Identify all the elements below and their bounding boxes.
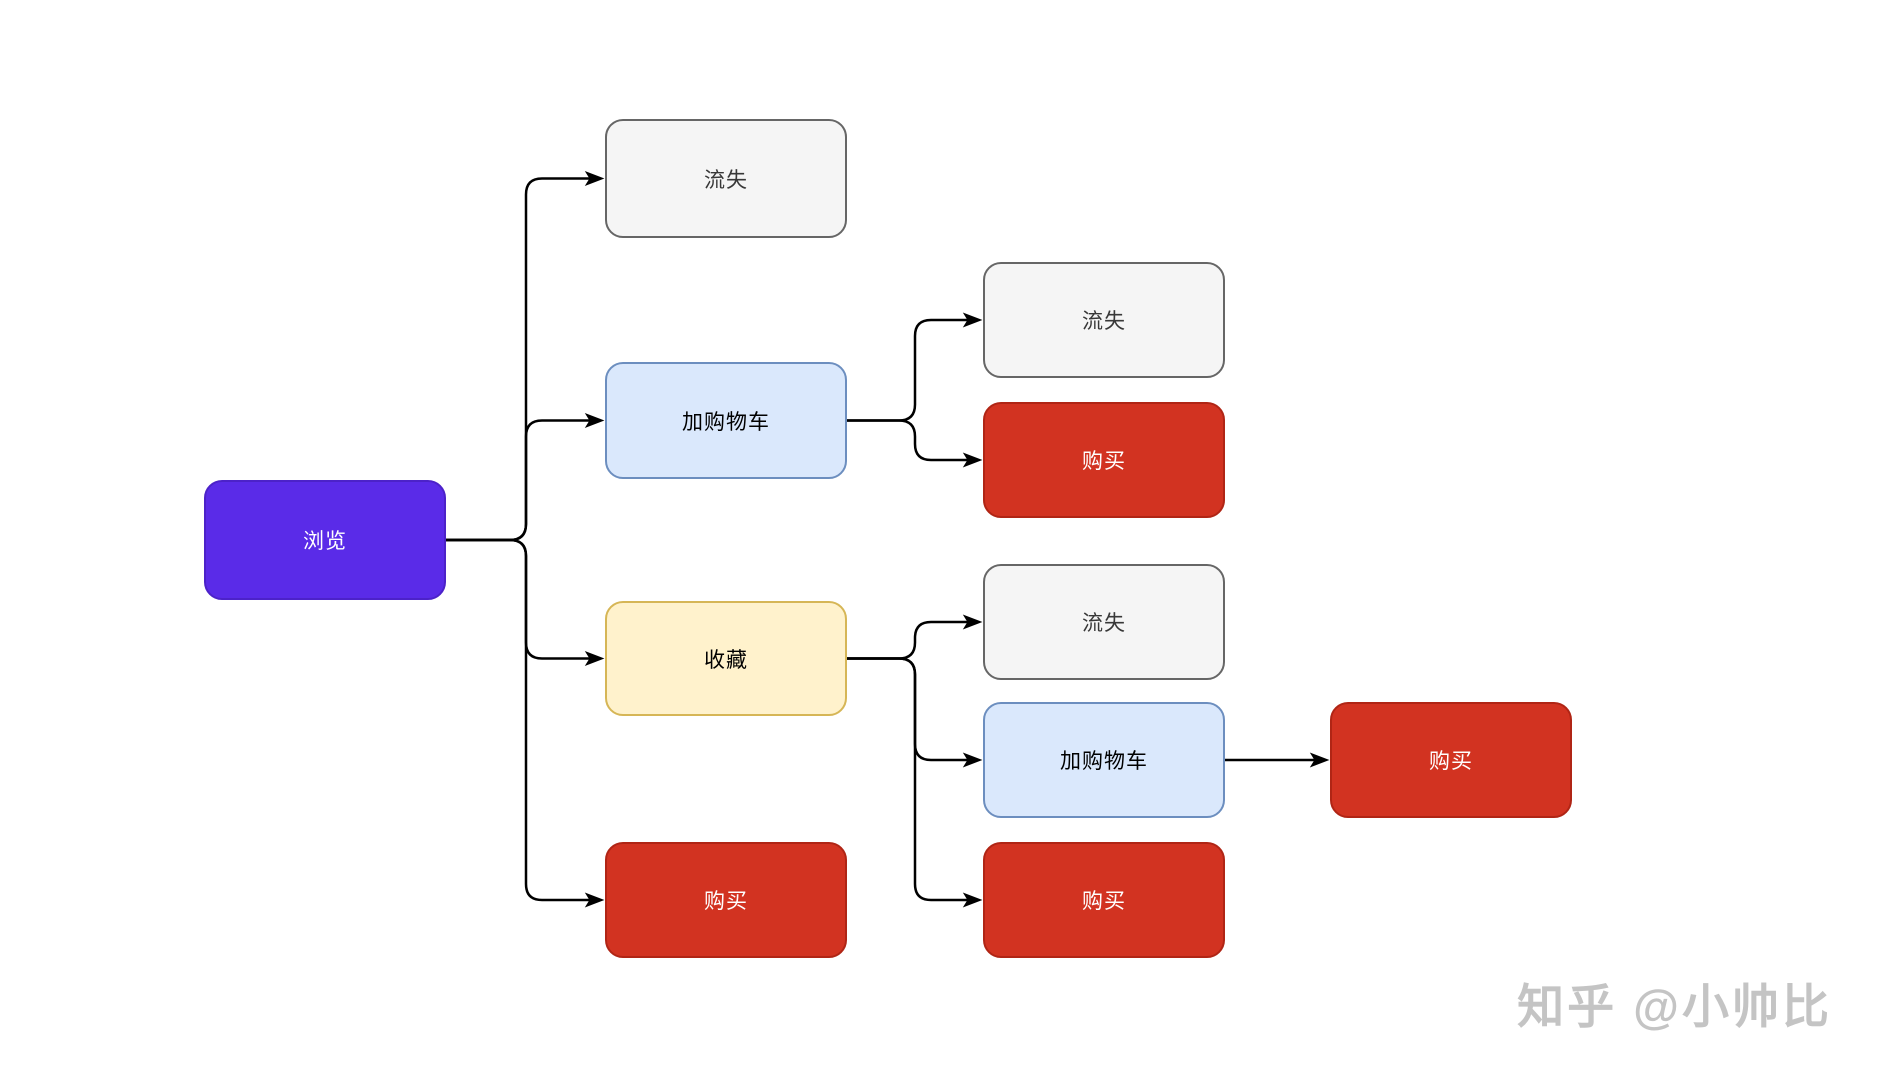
node-label: 加购物车	[1060, 750, 1148, 773]
node-label: 购买	[1082, 890, 1126, 913]
edge-connector	[444, 177, 593, 542]
node-cart2: 加购物车	[983, 702, 1225, 818]
node-fav: 收藏	[605, 601, 847, 716]
node-label: 流失	[704, 168, 748, 192]
node-churn2: 流失	[983, 262, 1225, 378]
arrowhead-icon	[584, 171, 605, 186]
watermark-text: 知乎 @小帅比	[1517, 980, 1832, 1033]
node-label: 购买	[704, 890, 748, 913]
node-buy2: 购买	[983, 402, 1225, 518]
edge-connector	[845, 419, 971, 462]
node-label: 收藏	[704, 648, 748, 672]
edge-connector	[444, 538, 593, 902]
node-label: 流失	[1082, 612, 1126, 635]
node-cart1: 加购物车	[605, 362, 847, 479]
node-label: 购买	[1429, 750, 1473, 773]
edge-connector	[444, 419, 593, 542]
arrowhead-icon	[584, 892, 605, 908]
node-buy1: 购买	[605, 842, 847, 958]
arrowhead-icon	[584, 413, 605, 428]
node-browse: 浏览	[204, 480, 446, 600]
node-buy4: 购买	[1330, 702, 1572, 818]
node-churn1: 流失	[605, 119, 847, 238]
edge-connector	[845, 318, 971, 422]
edge-connector	[845, 657, 971, 902]
node-label: 浏览	[303, 530, 347, 553]
arrowhead-icon	[962, 752, 983, 768]
node-buy3: 购买	[983, 842, 1225, 958]
node-label: 加购物车	[682, 410, 770, 434]
arrowhead-icon	[962, 892, 983, 908]
arrowhead-icon	[962, 452, 983, 468]
arrowhead-icon	[1309, 752, 1330, 768]
node-label: 流失	[1082, 310, 1126, 333]
edge-connector	[444, 538, 593, 660]
node-churn3: 流失	[983, 564, 1225, 680]
arrowhead-icon	[962, 614, 983, 630]
node-label: 购买	[1082, 450, 1126, 473]
edge-connector	[845, 620, 971, 660]
edge-connector	[845, 657, 971, 762]
arrowhead-icon	[584, 651, 605, 666]
arrowhead-icon	[962, 312, 983, 328]
